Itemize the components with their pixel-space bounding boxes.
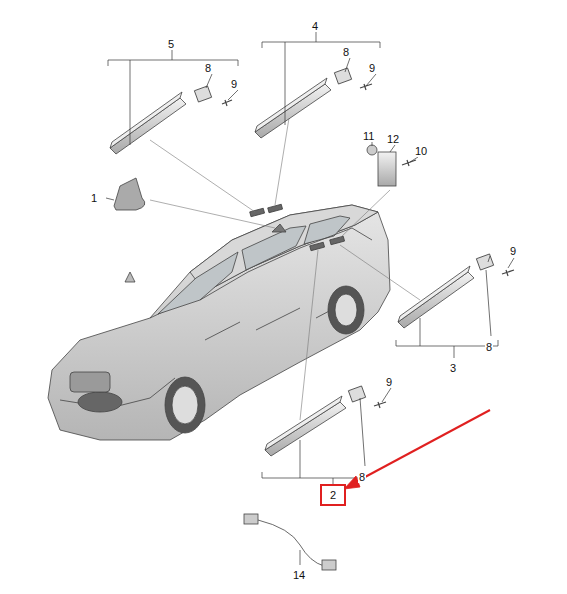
callout-number: 4 — [311, 20, 319, 32]
callout-number: 5 — [167, 38, 175, 50]
highlight-box: 2 — [320, 484, 346, 506]
callout-number: 9 — [368, 62, 376, 74]
callout-number: 11 — [362, 130, 375, 142]
callout-number: 8 — [204, 62, 212, 74]
callout-number: 8 — [358, 471, 366, 483]
callout-number: 3 — [449, 362, 457, 374]
callout-number: 10 — [414, 145, 428, 157]
callout-number: 9 — [509, 245, 517, 257]
callout-number: 12 — [386, 133, 400, 145]
callout-number: 8 — [485, 341, 493, 353]
callout-number: 8 — [342, 46, 350, 58]
callout-number: 1 — [90, 192, 98, 204]
callout-number: 9 — [385, 376, 393, 388]
callout-number: 14 — [292, 569, 306, 581]
callout-number: 9 — [230, 78, 238, 90]
callout-number: 2 — [330, 489, 336, 501]
